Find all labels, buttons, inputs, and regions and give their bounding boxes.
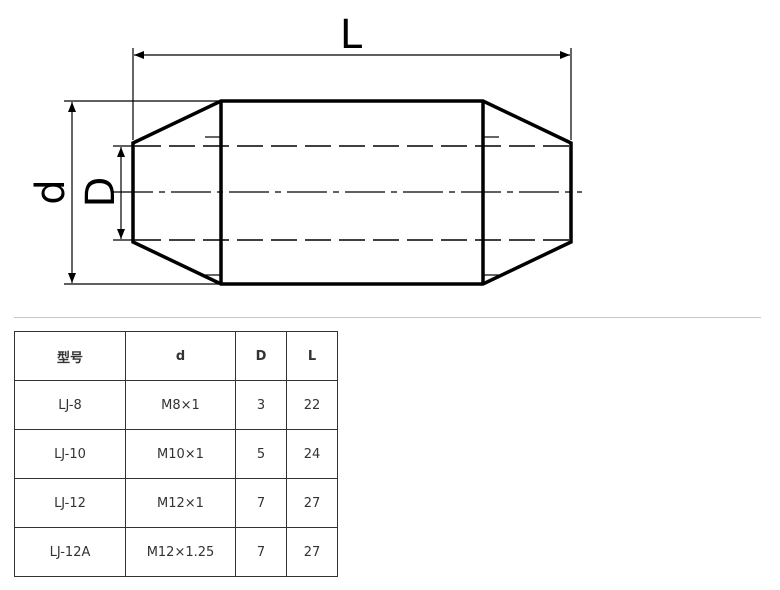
cell-outer-diameter: M8×1 bbox=[125, 380, 236, 430]
header-model: 型号 bbox=[14, 331, 126, 381]
cell-length: 27 bbox=[286, 527, 338, 577]
table-header-row: 型号 d D L bbox=[14, 331, 338, 381]
cell-inner-diameter: 7 bbox=[235, 527, 287, 577]
cell-model: LJ-8 bbox=[14, 380, 126, 430]
cell-model: LJ-10 bbox=[14, 429, 126, 479]
cell-model: LJ-12 bbox=[14, 478, 126, 528]
specification-table: 型号 d D L LJ-8 M8×1 3 22 LJ-10 M10×1 5 24… bbox=[14, 331, 338, 577]
header-outer-diameter: d bbox=[125, 331, 236, 381]
cell-inner-diameter: 7 bbox=[235, 478, 287, 528]
cell-model: LJ-12A bbox=[14, 527, 126, 577]
cell-length: 24 bbox=[286, 429, 338, 479]
table-row: LJ-12A M12×1.25 7 27 bbox=[14, 527, 338, 577]
table-row: LJ-8 M8×1 3 22 bbox=[14, 380, 338, 430]
cell-outer-diameter: M10×1 bbox=[125, 429, 236, 479]
header-length: L bbox=[286, 331, 338, 381]
cell-inner-diameter: 5 bbox=[235, 429, 287, 479]
cell-length: 27 bbox=[286, 478, 338, 528]
table-row: LJ-10 M10×1 5 24 bbox=[14, 429, 338, 479]
connector-technical-drawing: L d D bbox=[28, 12, 582, 286]
length-label: L bbox=[340, 12, 363, 58]
cell-length: 22 bbox=[286, 380, 338, 430]
section-divider bbox=[14, 317, 761, 318]
cell-outer-diameter: M12×1.25 bbox=[125, 527, 236, 577]
table-row: LJ-12 M12×1 7 27 bbox=[14, 478, 338, 528]
header-inner-diameter: D bbox=[235, 331, 287, 381]
cell-outer-diameter: M12×1 bbox=[125, 478, 236, 528]
cell-inner-diameter: 3 bbox=[235, 380, 287, 430]
outer-diameter-label: d bbox=[28, 179, 74, 204]
